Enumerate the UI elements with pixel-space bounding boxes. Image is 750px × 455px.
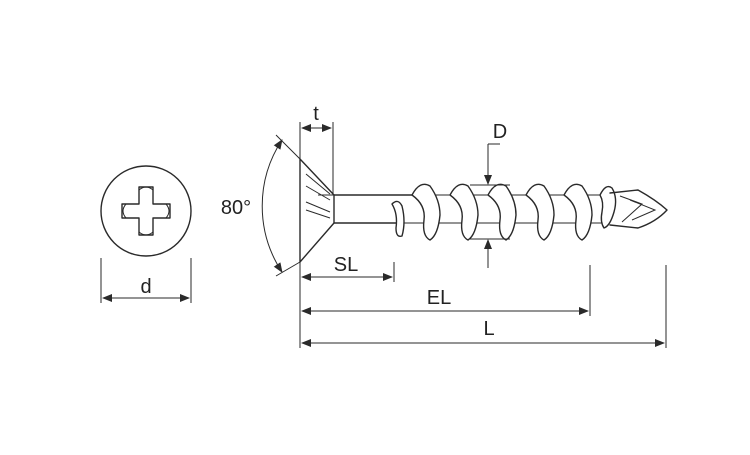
angle-label: 80°: [221, 197, 251, 219]
head-top-view: [100, 165, 192, 257]
threads: [391, 183, 617, 241]
dimension-label-d: d: [140, 276, 151, 298]
phillips-recess-icon: [121, 186, 171, 236]
tip-flute: [619, 195, 643, 223]
dimension-d: d: [100, 258, 192, 303]
screw-side-view: [299, 158, 668, 263]
screw-tip: [609, 189, 668, 229]
recess-edges: [122, 186, 170, 236]
dimension-D: D: [470, 121, 510, 268]
head-outline: [100, 165, 192, 257]
countersunk-head: [299, 158, 335, 263]
dimension-label-EL: EL: [427, 287, 451, 309]
dimension-EL: EL: [299, 262, 591, 348]
dimension-label-SL: SL: [334, 254, 358, 276]
dimension-t: t: [299, 103, 334, 195]
dimension-L: L: [301, 265, 667, 348]
dimension-label-L: L: [483, 318, 494, 340]
dimension-label-t: t: [313, 103, 319, 125]
dimension-label-D: D: [493, 121, 507, 143]
dimension-SL: SL: [301, 254, 395, 282]
dimension-angle: 80°: [221, 134, 301, 277]
head-recess-lines: [305, 173, 331, 219]
